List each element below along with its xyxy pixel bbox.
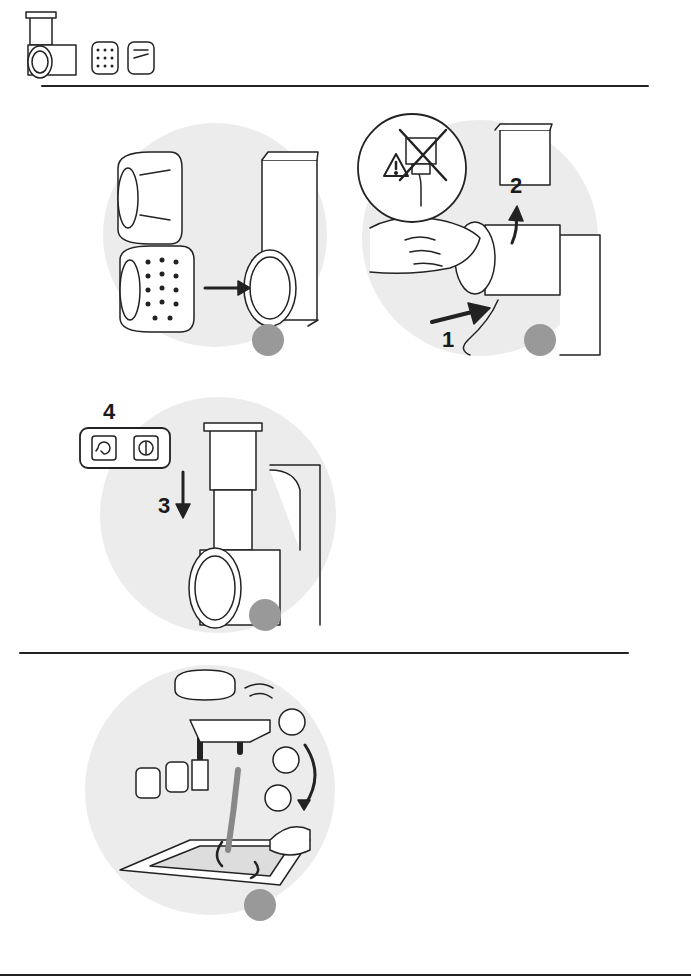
step-cleaning (85, 665, 335, 921)
callout-number: 3 (158, 494, 170, 518)
callout-number: 4 (103, 400, 115, 424)
callout-number: 1 (442, 328, 454, 352)
step-insert-drum (103, 123, 327, 356)
attachment-icon (26, 12, 154, 78)
callout-number: 2 (510, 174, 522, 198)
step-assembled-switch-on (80, 397, 336, 633)
step-mount-attachment (358, 114, 600, 356)
